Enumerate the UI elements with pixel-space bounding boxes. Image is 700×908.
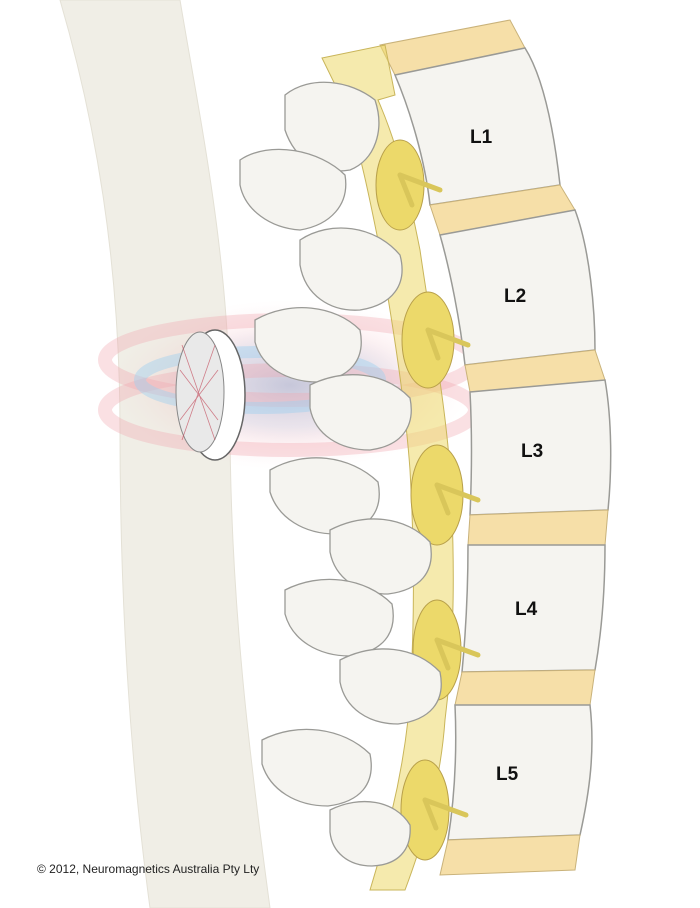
disc-l5-s1 [439,834,581,876]
vertebral-body-l5 [447,704,593,841]
spinal-column [379,19,612,876]
magnetic-coil-device [175,329,246,461]
vertebra-label-l3: L3 [521,441,543,462]
posterior-elements [239,81,442,867]
vertebra-label-l5: L5 [496,764,519,785]
nerve-roots [375,139,464,861]
disc-l4-l5 [454,669,596,706]
vertebra-label-l4: L4 [515,599,538,620]
nerve-branches [397,172,481,831]
vertebra-label-l2: L2 [504,286,526,307]
disc-l3-l4 [467,509,609,546]
vertebra-label-l1: L1 [470,127,493,148]
copyright-notice: © 2012, Neuromagnetics Australia Pty Lty [37,862,260,876]
